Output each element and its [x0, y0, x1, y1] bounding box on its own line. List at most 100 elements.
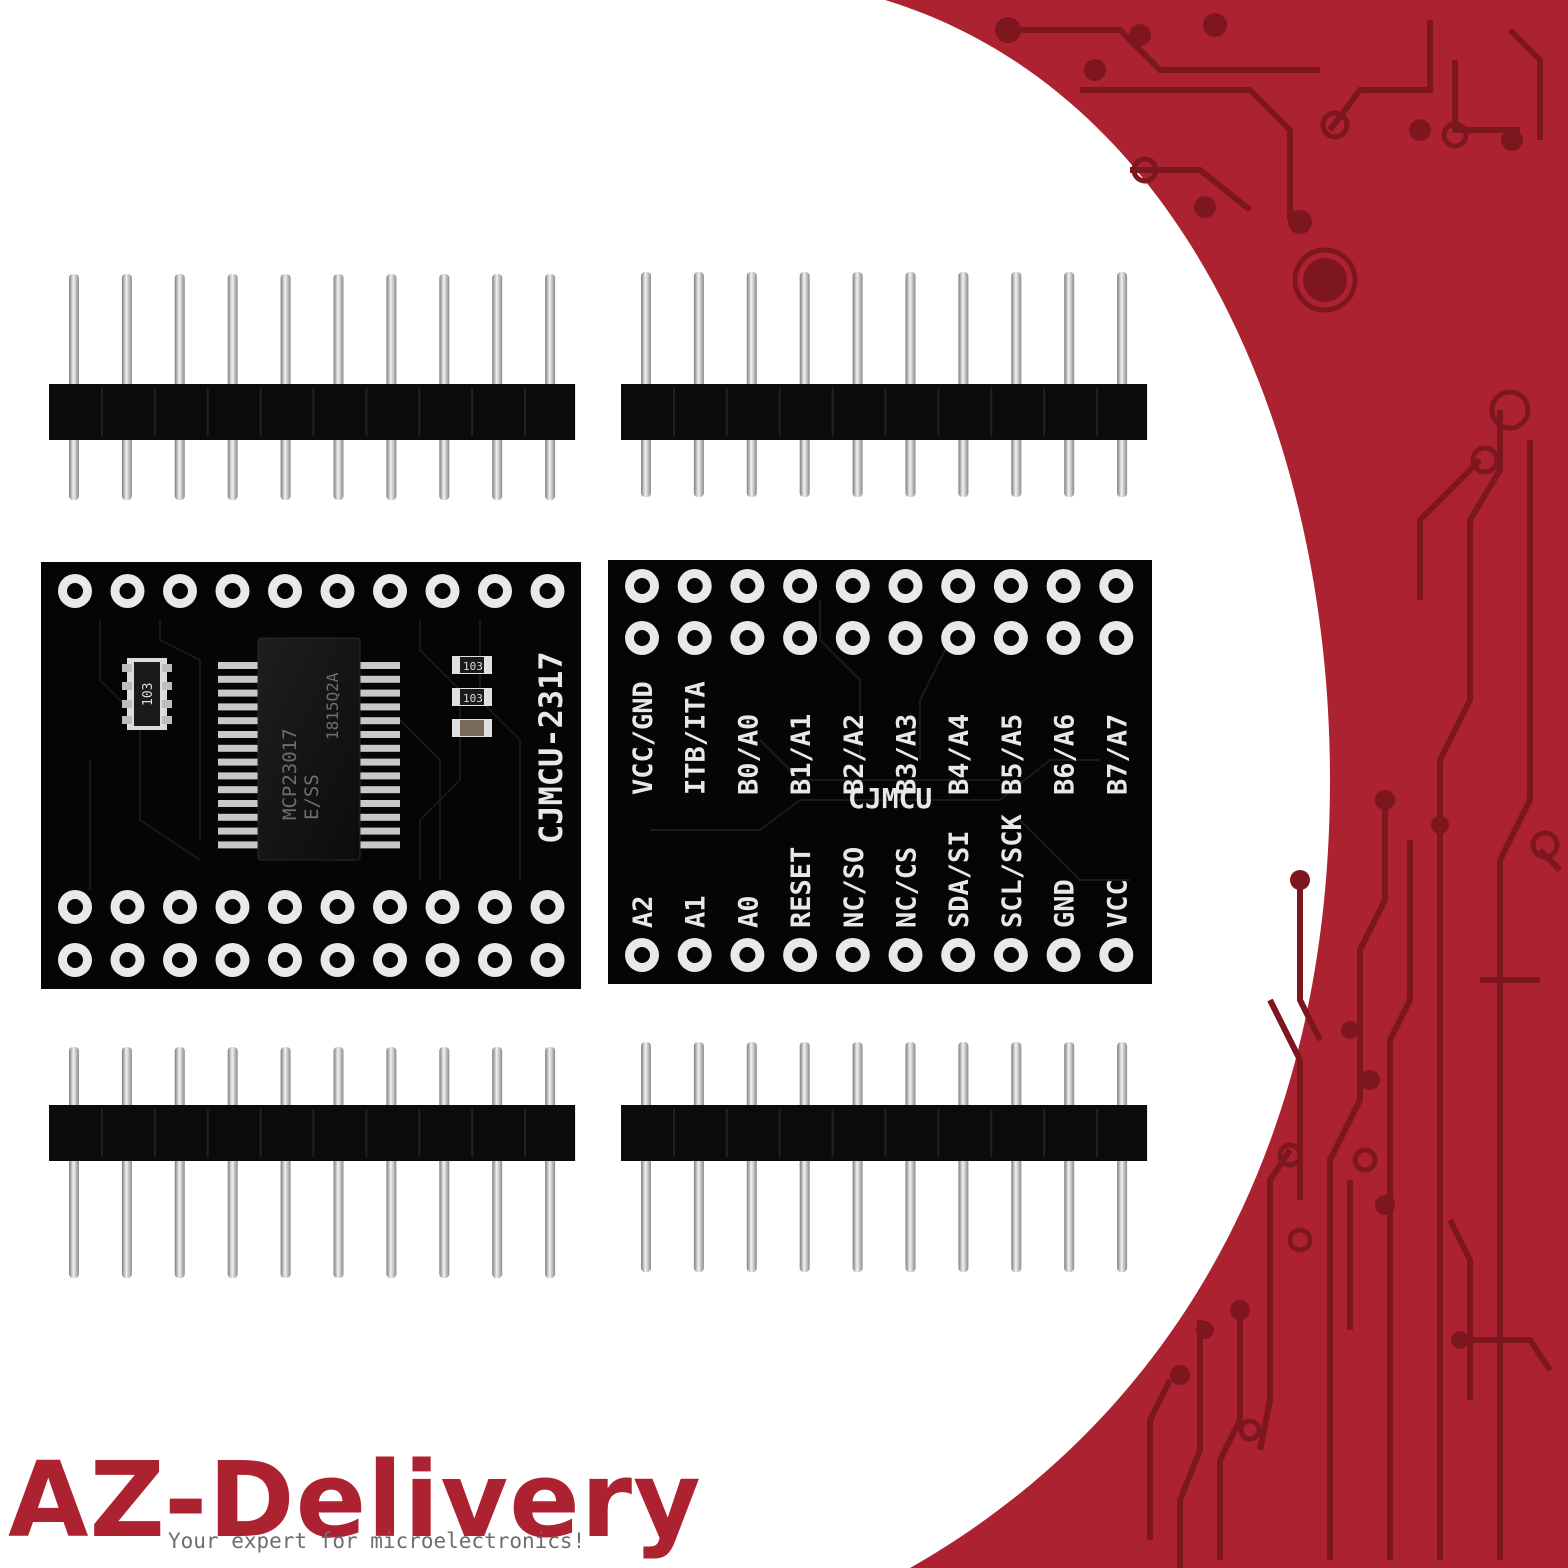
pin-label-bottom: SCL/SCK — [997, 813, 1028, 928]
ic-pin — [360, 758, 400, 766]
top-row-outer-hole — [625, 569, 659, 603]
bottom-row-outer-hole — [425, 943, 460, 977]
bottom-row-inner-hole — [215, 890, 250, 924]
pin-header-top-left — [49, 274, 576, 500]
header-pin — [69, 1047, 79, 1278]
chip-model-label: MCP23017 — [279, 728, 301, 820]
pin-label-top: B5/A5 — [997, 714, 1028, 795]
pin-label-top: B6/A6 — [1050, 714, 1081, 795]
pin-label-bottom: RESET — [786, 847, 817, 928]
top-row-outer-hole — [1046, 569, 1081, 603]
pin-label-bottom: NC/CS — [892, 847, 923, 928]
top-row-hole — [530, 574, 565, 608]
resistor-2-label: 103 — [463, 692, 483, 705]
circuit-ring-decoration — [1131, 110, 1560, 1442]
red-background-panel — [885, 0, 1568, 1568]
top-row-hole — [163, 574, 197, 608]
chip-marking-label: 1815Q2A — [323, 672, 342, 740]
pin-header-top-right — [621, 272, 1148, 497]
bottom-row-outer-hole — [110, 943, 145, 977]
bottom-row-outer-hole — [478, 943, 512, 977]
ic-pin — [360, 675, 400, 683]
pin-label-bottom: VCC — [1102, 879, 1133, 928]
bottom-row-outer-hole — [215, 943, 250, 977]
smd-capacitor — [452, 719, 492, 737]
pin-label-bottom: NC/SO — [839, 847, 870, 928]
chip-package-label: E/SS — [301, 774, 323, 820]
bottom-row-hole — [1099, 938, 1134, 972]
pin-label-bottom: A2 — [628, 895, 659, 928]
bottom-row-hole — [835, 938, 870, 972]
pin-label-top: B3/A3 — [892, 714, 923, 795]
circuit-pad-decoration — [995, 13, 1523, 1385]
top-row-inner-hole — [888, 621, 923, 655]
ic-pin — [360, 731, 400, 738]
top-row-inner-hole — [941, 621, 976, 655]
bottom-row-inner-hole — [58, 890, 92, 924]
top-row-inner-hole — [783, 621, 818, 655]
header-plastic-strip — [49, 1105, 576, 1161]
header-pin — [227, 1047, 238, 1278]
bottom-row-inner-hole — [163, 890, 197, 924]
ic-pin — [218, 731, 258, 738]
header-pin — [333, 1047, 344, 1278]
bottom-row-inner-hole — [530, 890, 565, 924]
ic-pin — [218, 717, 258, 725]
bottom-row-hole — [730, 938, 765, 972]
top-row-hole — [320, 574, 355, 608]
top-row-inner-hole — [625, 621, 659, 655]
ic-pin — [360, 717, 400, 725]
ic-pin — [218, 662, 258, 669]
bottom-row-inner-hole — [320, 890, 355, 924]
pin-label-top: ITB/ITA — [681, 681, 712, 795]
header-plastic-strip — [49, 384, 576, 440]
ic-pin — [218, 772, 258, 780]
top-row-inner-hole — [993, 621, 1028, 655]
pcb-trace-lines — [650, 600, 1130, 881]
ic-pin — [360, 813, 400, 821]
pin-label-top: B7/A7 — [1102, 714, 1133, 795]
header-pin — [439, 1047, 450, 1278]
top-row-inner-hole — [677, 621, 712, 655]
pin-label-bottom: A0 — [733, 895, 764, 928]
ic-pin — [360, 786, 400, 794]
board-name-silkscreen: CJMCU-2317 — [532, 651, 570, 844]
top-row-inner-hole — [1046, 621, 1081, 655]
top-row-hole — [268, 574, 302, 608]
pin-label-bottom: A1 — [681, 895, 712, 928]
top-row-hole — [373, 574, 407, 608]
top-row-outer-hole — [888, 569, 923, 603]
top-row-hole — [110, 574, 145, 608]
pin-label-bottom: GND — [1050, 879, 1081, 928]
resistor-array: 103 — [122, 658, 172, 730]
header-pin — [174, 1047, 185, 1278]
ic-pin — [360, 703, 400, 711]
board-brand-silkscreen: CJMCU — [848, 782, 932, 815]
header-pin — [386, 1047, 397, 1278]
bottom-row-outer-hole — [373, 943, 407, 977]
top-row-outer-hole — [835, 569, 870, 603]
bottom-row-hole — [993, 938, 1028, 972]
header-pin — [280, 1047, 291, 1278]
bottom-row-hole — [941, 938, 976, 972]
bottom-row-inner-hole — [110, 890, 145, 924]
ic-pin — [360, 689, 400, 697]
header-pin — [492, 1047, 503, 1278]
ic-pin — [360, 841, 400, 849]
top-row-inner-hole — [730, 621, 765, 655]
ic-pin — [218, 703, 258, 711]
top-row-inner-hole — [1099, 621, 1134, 655]
pin-label-top: B1/A1 — [786, 714, 817, 795]
brand-logo: AZ-Delivery — [8, 1439, 702, 1561]
brand-tagline: Your expert for microelectronics! — [168, 1529, 586, 1553]
bottom-row-outer-hole — [268, 943, 302, 977]
top-row-hole — [58, 574, 92, 608]
ic-pin — [218, 675, 258, 683]
pin-label-top: VCC/GND — [628, 681, 659, 795]
ic-pin — [218, 744, 258, 752]
bottom-row-inner-hole — [478, 890, 512, 924]
header-pin — [545, 1047, 556, 1278]
smd-resistor-1: 103 — [452, 656, 492, 674]
bottom-row-hole — [677, 938, 712, 972]
